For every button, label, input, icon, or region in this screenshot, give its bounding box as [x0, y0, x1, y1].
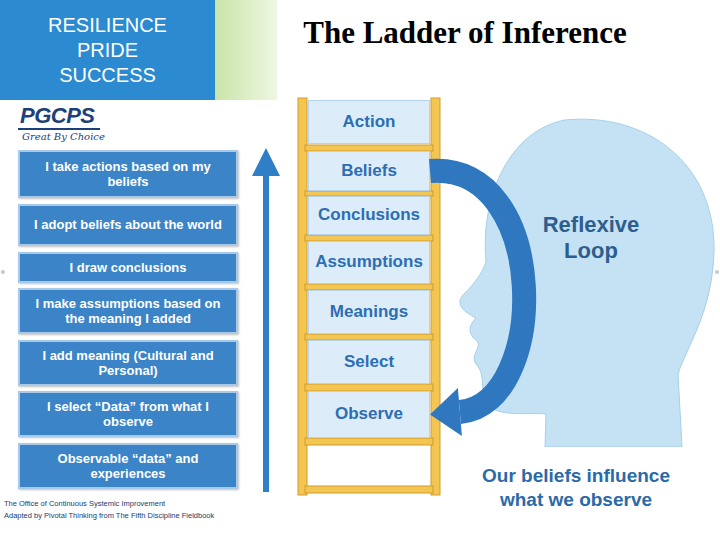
- node-text-group: Select: [310, 352, 428, 372]
- node-text-group: Conclusions: [310, 205, 428, 225]
- step-text: I make assumptions based on the meaning …: [30, 296, 226, 327]
- caption-note: Our beliefs influence what we observe: [478, 464, 674, 512]
- node-text-group: I take actions based on my beliefs: [30, 159, 226, 190]
- step-text: Conclusions: [310, 205, 428, 225]
- node-text-group: Action: [310, 112, 428, 132]
- step-text: I take actions based on my beliefs: [30, 159, 226, 190]
- node-text-group: RESILIENCE PRIDE SUCCESS: [33, 13, 183, 88]
- node-text-group: Observe: [310, 404, 428, 424]
- step-text: Beliefs: [310, 161, 428, 181]
- node-text-group: Beliefs: [310, 161, 428, 181]
- node-text-group: Assumptions: [310, 252, 428, 272]
- ladder-rung: [305, 486, 433, 493]
- ladder-step: Action: [308, 100, 430, 144]
- node-text-group: Observable “data” and experiences: [30, 451, 226, 482]
- node-text-group: I select “Data” from what I observe: [30, 399, 226, 430]
- head-outline: [440, 112, 718, 447]
- ladder-rung: [305, 384, 433, 391]
- ladder-step: Meanings: [308, 290, 430, 334]
- step-box: I take actions based on my beliefs: [18, 150, 238, 198]
- step-text: I adopt beliefs about the world: [30, 217, 226, 232]
- ladder-step: Observe: [308, 391, 430, 438]
- step-box: Observable “data” and experiences: [18, 443, 238, 489]
- head-shape: [460, 119, 714, 447]
- node-text-group: Meanings: [310, 302, 428, 322]
- node-text-group: Reflexive Loop: [535, 212, 647, 264]
- footer-note: Adapted by Pivotal Thinking from The Fif…: [4, 511, 214, 520]
- step-text: Action: [310, 112, 428, 132]
- up-arrow-shaft: [263, 172, 269, 492]
- loop-label: Reflexive Loop: [535, 212, 647, 264]
- step-text: Select: [310, 352, 428, 372]
- step-box: I adopt beliefs about the world: [18, 204, 238, 246]
- logo-underline: [18, 128, 100, 130]
- step-text: Meanings: [310, 302, 428, 322]
- step-text: I add meaning (Cultural and Personal): [30, 348, 226, 379]
- step-text: Assumptions: [310, 252, 428, 272]
- ladder-step: Select: [308, 340, 430, 384]
- logo-text: PGCPS: [20, 103, 95, 129]
- ladder-rail: [431, 98, 440, 495]
- step-box: I draw conclusions: [18, 252, 238, 283]
- green-strip: [215, 0, 277, 100]
- step-text: Observable “data” and experiences: [30, 451, 226, 482]
- reflexive-loop-arrow: [430, 171, 524, 436]
- head-silhouette: Reflexive Loop: [440, 112, 718, 447]
- node-text-group: I add meaning (Cultural and Personal): [30, 348, 226, 379]
- node-text-group: I adopt beliefs about the world: [30, 217, 226, 232]
- ladder-rung: [305, 438, 433, 445]
- ladder-rail: [298, 98, 307, 495]
- step-text: Observe: [310, 404, 428, 424]
- step-text: I draw conclusions: [30, 260, 226, 275]
- up-arrow-head: [252, 148, 280, 176]
- arrow-head: [430, 388, 462, 436]
- step-box: I select “Data” from what I observe: [18, 391, 238, 437]
- arrow-band: [430, 171, 524, 412]
- logo-tagline: Great By Choice: [22, 131, 105, 142]
- footer-note: The Office of Continuous Systemic Improv…: [4, 499, 165, 508]
- edge-mark: [715, 270, 719, 274]
- edge-mark: [1, 270, 5, 274]
- step-box: I add meaning (Cultural and Personal): [18, 340, 238, 386]
- ladder-step: Assumptions: [308, 241, 430, 284]
- motto-text: RESILIENCE PRIDE SUCCESS: [33, 13, 183, 88]
- step-text: I select “Data” from what I observe: [30, 399, 226, 430]
- node-text-group: I make assumptions based on the meaning …: [30, 296, 226, 327]
- node-text-group: I draw conclusions: [30, 260, 226, 275]
- slide-title: The Ladder of Inference: [250, 14, 680, 52]
- step-box: I make assumptions based on the meaning …: [18, 288, 238, 334]
- ladder-step: Beliefs: [308, 151, 430, 191]
- ladder-step: Conclusions: [308, 196, 430, 235]
- motto-banner: RESILIENCE PRIDE SUCCESS: [0, 0, 215, 100]
